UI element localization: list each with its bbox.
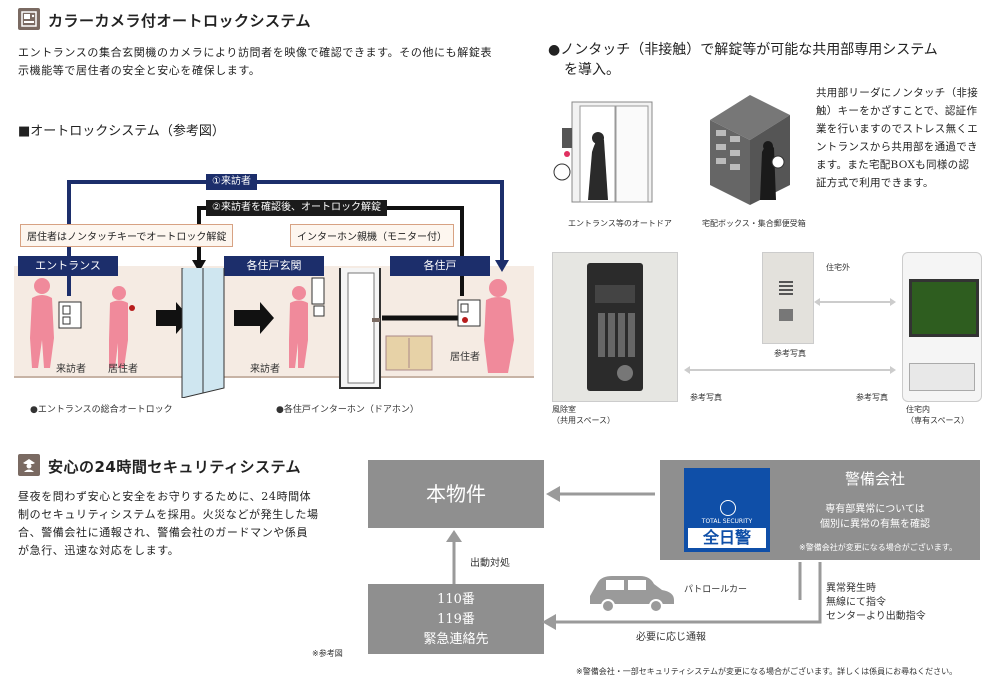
callout-intercom-monitor: インターホン親機（モニター付） [290, 224, 454, 247]
label-inside-2: （専有スペース） [906, 416, 970, 425]
section-title-autolock: カラーカメラ付オートロックシステム [48, 12, 312, 30]
box-emergency: 110番 119番 緊急連絡先 [368, 584, 544, 654]
emergency-110: 110番 [437, 592, 475, 607]
label-visitor-2: 来訪者 [250, 364, 280, 375]
label-report: 必要に応じ通報 [636, 632, 706, 643]
entrance-panel-device [587, 263, 643, 391]
label-resident-2: 居住者 [450, 352, 480, 363]
autolock-desc-line-1: エントランスの集合玄関機のカメラにより訪問者を映像で確認できます。その他にも解錠… [18, 46, 493, 59]
label-windbreak-2: （共用スペース） [552, 416, 616, 425]
autolock-desc-line-2: 示機能等で居住者の安全と安心を確保します。 [18, 64, 261, 77]
label-abnormal: 異常発生時 無線にて指令 センターより出動指令 [826, 582, 926, 624]
label-dispatch: 出動対処 [470, 558, 510, 569]
patrol-car-icon [590, 576, 674, 613]
label-abnormal-2: 無線にて指令 [826, 597, 886, 608]
box-security-company: TOTAL SECURITY 全日警 警備会社 専有部異常については 個別に異常… [660, 460, 980, 560]
ref-note: ※参考図 [312, 649, 343, 658]
security-company-title: 警備会社 [844, 470, 905, 488]
intercom-icon [18, 8, 40, 30]
label-ref-photo-3: 参考写真 [856, 393, 888, 402]
label-windbreak-1: 風除室 [552, 405, 576, 414]
box-property: 本物件 [368, 460, 544, 528]
reader-sensor [779, 309, 793, 321]
security-description: 昼夜を問わず安心と安全をお守りするために、24時間体 制のセキュリティシステムを… [18, 488, 358, 560]
nontouch-heading-line-1: ●ノンタッチ（非接触）で解錠等が可能な共用部専用システム [548, 42, 938, 58]
emergency-contact: 緊急連絡先 [423, 632, 489, 647]
section-title-security: 安心の24時間セキュリティシステム [48, 458, 302, 476]
reader-keypad [779, 281, 793, 297]
common-reader-photo [762, 252, 814, 344]
nontouch-desc-line: 共用部リーダにノンタッチ（非接 [816, 87, 978, 99]
visitor-figure-1 [30, 278, 54, 368]
security-flow-arrows [446, 486, 822, 630]
delivery-box-illustration [710, 95, 790, 205]
footer-note: ※警備会社・一部セキュリティシステムが変更になる場合がございます。詳しくは係員に… [576, 667, 958, 676]
diagram-background [14, 266, 534, 378]
visitor-flow-2: ②来訪者を確認後、オートロック解錠 [206, 200, 387, 216]
label-outside: 住宅外 [826, 263, 850, 272]
callout-resident-key: 居住者はノンタッチキーでオートロック解錠 [20, 224, 234, 247]
diagram-title: ■オートロックシステム（参考図） [18, 124, 225, 139]
guard-icon [18, 454, 40, 476]
zone-entry-door: 各住戸玄関 [224, 256, 324, 276]
people-and-doors [30, 268, 514, 398]
nontouch-desc-line: 業を行いますのでストレス無くエ [816, 123, 978, 135]
label-ref-photo-1: 参考写真 [774, 349, 806, 358]
monitor-screen [909, 279, 979, 337]
photo-caption-auto-door: エントランス等のオートドア [568, 219, 672, 228]
label-inside: 住宅内 （専有スペース） [906, 404, 969, 426]
indoor-monitor-photo [902, 252, 982, 402]
caption-entrance-autolock: ●エントランスの総合オートロック [30, 405, 173, 415]
security-note-1: 専有部異常については [825, 504, 925, 515]
security-desc-line: 合、警備会社に通報され、警備会社のガードマンや係員 [18, 526, 309, 539]
nontouch-desc-line: 触）キーをかざすことで、認証作 [816, 105, 978, 117]
monitor-buttons [909, 363, 975, 391]
nontouch-desc-line: ます。また宅配BOXも同様の認 [816, 159, 970, 171]
zone-unit: 各住戸 [390, 256, 490, 276]
caption-unit-intercom: ●各住戸インターホン（ドアホン） [276, 405, 419, 415]
visitor-figure-2 [289, 286, 308, 368]
entrance-panel-photo [552, 252, 678, 402]
security-note-3: ※警備会社が変更になる場合がございます。 [799, 543, 957, 552]
emergency-119: 119番 [437, 612, 475, 627]
photo-caption-delivery-box: 宅配ボックス・集合郵便受箱 [702, 219, 806, 228]
label-visitor-1: 来訪者 [56, 364, 86, 375]
security-company-logo: TOTAL SECURITY 全日警 [684, 468, 770, 552]
zone-entrance: エントランス [18, 256, 118, 276]
nontouch-heading-line-2: を導入。 [564, 62, 620, 78]
nontouch-description: 共用部リーダにノンタッチ（非接 触）キーをかざすことで、認証作 業を行いますので… [816, 84, 996, 192]
label-abnormal-3: センターより出動指令 [826, 611, 926, 622]
security-desc-line: 昼夜を問わず安心と安全をお守りするために、24時間体 [18, 490, 312, 503]
visitor-flow-1: ①来訪者 [206, 174, 257, 190]
nontouch-heading: ●ノンタッチ（非接触）で解錠等が可能な共用部専用システム を導入。 [548, 40, 998, 80]
label-windbreak: 風除室 （共用スペース） [552, 404, 615, 426]
logo-emblem-icon [720, 500, 736, 516]
label-patrol-car: パトロールカー [684, 585, 748, 595]
autolock-diagram: ①来訪者 ②来訪者を確認後、オートロック解錠 居住者はノンタッチキーでオートロッ… [14, 168, 534, 418]
logo-main-text: 全日警 [688, 528, 766, 548]
floor-line [14, 376, 534, 378]
keypad [595, 313, 635, 357]
logo-small-text: TOTAL SECURITY [701, 518, 753, 525]
autolock-description: エントランスの集合玄関機のカメラにより訪問者を映像で確認できます。その他にも解錠… [18, 44, 538, 80]
panel-display [595, 285, 635, 303]
security-note-2: 個別に異常の有無を確認 [820, 519, 930, 530]
auto-door-illustration [553, 101, 653, 203]
label-resident-1: 居住者 [108, 364, 138, 375]
nontouch-desc-line: ントランスから共用部を通過でき [816, 141, 978, 153]
nontouch-desc-line: 証方式で利用できます。 [816, 177, 934, 189]
security-desc-line: 制のセキュリティシステムを採用。火災などが発生した場 [18, 508, 319, 521]
photo-link-arrows [684, 298, 896, 374]
label-inside-1: 住宅内 [906, 405, 930, 414]
security-desc-line: が急行、迅速な対応をします。 [18, 544, 180, 557]
resident-figure-2 [484, 279, 514, 373]
resident-figure-1 [109, 286, 128, 368]
label-ref-photo-2: 参考写真 [690, 393, 722, 402]
security-company-note: 専有部異常については 個別に異常の有無を確認 [780, 502, 970, 532]
speaker [617, 365, 633, 381]
label-abnormal-1: 異常発生時 [826, 583, 876, 594]
